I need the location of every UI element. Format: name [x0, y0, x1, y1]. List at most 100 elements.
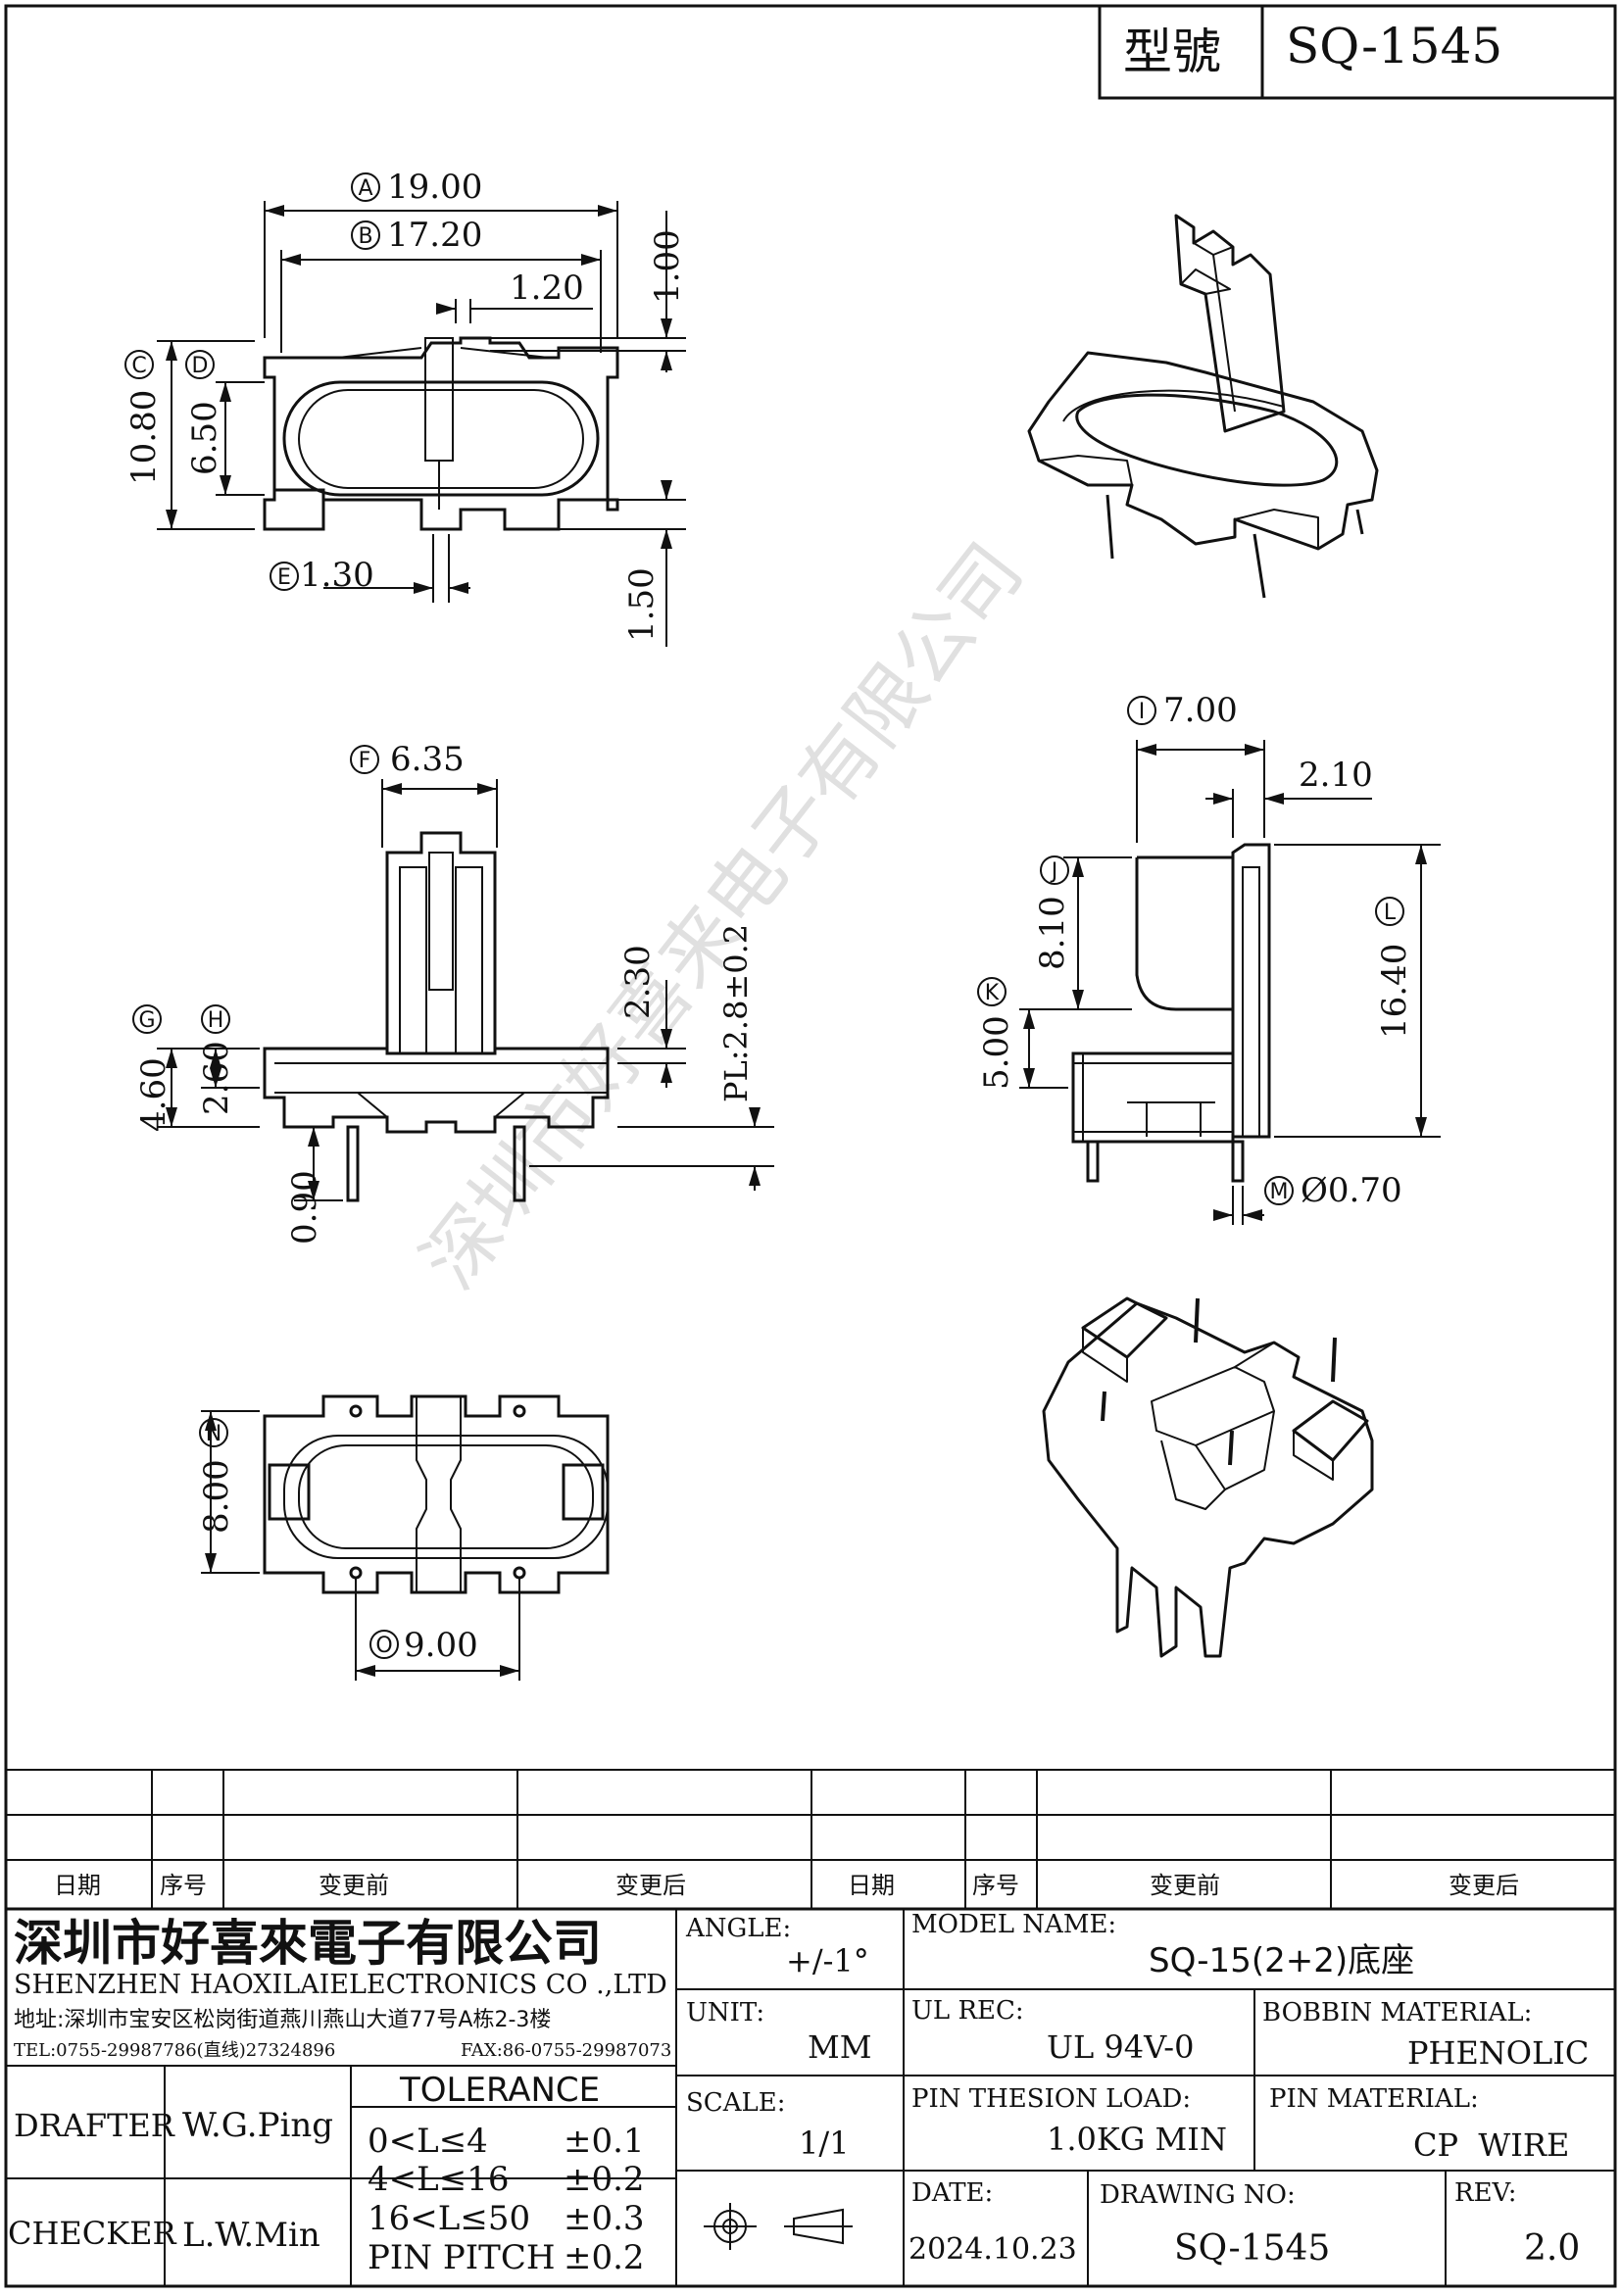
tolerance-range-1: 0<L≤4	[368, 2122, 488, 2161]
checker-value: L.W.Min	[182, 2216, 320, 2255]
model-value: SQ-1545	[1286, 18, 1502, 74]
pin-tension-value: 1.0KG MIN	[1047, 2121, 1227, 2158]
front-view	[263, 831, 610, 1202]
svg-text:C: C	[131, 354, 146, 378]
tolerance-value-1: ±0.1	[564, 2122, 645, 2161]
title-block-grid	[4, 1907, 1617, 2288]
svg-text:K: K	[985, 981, 1000, 1005]
dim-label-K: K 5.00	[977, 977, 1016, 1090]
dim-M-value: Ø0.70	[1301, 1171, 1402, 1210]
revision-header-row: 日期 序号 变更前 变更后 日期 序号 变更前 变更后	[54, 1872, 1519, 1899]
svg-text:O: O	[375, 1634, 392, 1658]
dim-label-D: D 6.50	[185, 350, 224, 475]
dim-J-value: 8.10	[1033, 896, 1072, 970]
tolerance-value-3: ±0.3	[564, 2199, 645, 2238]
iso-view-upper	[1027, 214, 1379, 599]
svg-text:D: D	[192, 354, 209, 378]
pin-material-label: PIN MATERIAL:	[1269, 2084, 1479, 2114]
dim-O-value: 9.00	[404, 1626, 478, 1665]
company-name-en: SHENZHEN HAOXILAIELECTRONICS CO .,LTD	[14, 1970, 667, 2000]
dim-label-I: I 7.00	[1127, 691, 1238, 730]
dim-label-E: E 1.30	[270, 556, 374, 595]
tolerance-range-4: PIN PITCH	[368, 2238, 556, 2277]
svg-text:L: L	[1384, 901, 1397, 925]
svg-text:F: F	[359, 749, 371, 773]
company-fax: FAX:86-0755-29987073	[461, 2040, 671, 2061]
dim-L-value: 16.40	[1375, 944, 1414, 1039]
bobbin-material-label: BOBBIN MATERIAL:	[1262, 1998, 1532, 2027]
iso-view-lower	[1042, 1296, 1374, 1658]
scale-value: 1/1	[799, 2125, 850, 2162]
unit-value: MM	[808, 2028, 872, 2066]
angle-label: ANGLE:	[685, 1914, 791, 1943]
rev-col-seq-1: 序号	[160, 1872, 207, 1899]
tolerance-block: TOLERANCE 0<L≤4 ±0.1 4<L≤16 ±0.2 16<L≤50…	[368, 2071, 645, 2277]
svg-text:H: H	[208, 1008, 224, 1033]
rev-col-after-2: 变更后	[1449, 1872, 1519, 1899]
watermark: 深圳市好喜来电子有限公司	[406, 528, 1040, 1305]
dim-label-O: O 9.00	[369, 1626, 478, 1665]
company-block: 深圳市好喜來電子有限公司 SHENZHEN HAOXILAIELECTRONIC…	[14, 1915, 671, 2061]
tolerance-title: TOLERANCE	[399, 2071, 600, 2110]
tolerance-range-2: 4<L≤16	[368, 2160, 509, 2199]
drawing-no-value: SQ-1545	[1174, 2228, 1330, 2269]
angle-value: +/-1°	[786, 1942, 869, 1979]
top-view	[263, 336, 619, 531]
rev-col-date-2: 日期	[848, 1872, 895, 1899]
svg-text:J: J	[1050, 859, 1058, 884]
dim-N-value: 8.00	[197, 1459, 236, 1534]
company-tel: TEL:0755-29987786(直线)27324896	[14, 2040, 335, 2061]
bottom-view-dims	[201, 1410, 520, 1681]
dim-2-10: 2.10	[1299, 756, 1373, 795]
svg-text:G: G	[138, 1008, 155, 1033]
date-value: 2024.10.23	[909, 2232, 1077, 2267]
company-name-cn: 深圳市好喜來電子有限公司	[14, 1915, 602, 1972]
drafter-label: DRAFTER	[14, 2107, 175, 2144]
dim-0-90: 0.90	[285, 1170, 324, 1245]
tolerance-value-2: ±0.2	[564, 2160, 645, 2199]
side-view	[1071, 843, 1271, 1183]
dim-label-F: F 6.35	[350, 740, 465, 779]
svg-text:B: B	[358, 224, 372, 249]
checker-label: CHECKER	[8, 2215, 177, 2252]
dim-G-value: 4.60	[134, 1057, 173, 1132]
dim-1-20: 1.20	[510, 269, 584, 308]
dim-label-H: H 2.60	[197, 1004, 236, 1115]
dim-I-value: 7.00	[1163, 691, 1238, 730]
dim-label-M: M Ø0.70	[1264, 1171, 1402, 1210]
model-name-label: MODEL NAME:	[911, 1910, 1116, 1939]
dim-1-00: 1.00	[648, 229, 687, 304]
svg-text:E: E	[277, 565, 291, 590]
dim-label-C: C 10.80	[124, 350, 164, 485]
rev-col-date-1: 日期	[54, 1872, 101, 1899]
date-label: DATE:	[911, 2178, 993, 2208]
side-view-dims	[1019, 740, 1441, 1225]
ul-rec-label: UL REC:	[911, 1996, 1024, 2026]
company-address: 地址:深圳市宝安区松岗街道燕川燕山大道77号A栋2-3楼	[14, 2008, 551, 2032]
rev-col-seq-2: 序号	[972, 1872, 1019, 1899]
svg-text:A: A	[358, 176, 372, 201]
projection-symbol-icon	[704, 2203, 853, 2250]
svg-text:I: I	[1139, 700, 1146, 724]
pin-tension-label: PIN THESION LOAD:	[911, 2084, 1191, 2114]
dim-label-N: N 8.00	[197, 1418, 236, 1534]
bobbin-material-value: PHENOLIC	[1407, 2034, 1589, 2072]
dim-E-value: 1.30	[300, 556, 374, 595]
scale-label: SCALE:	[686, 2088, 786, 2118]
dim-2-30: 2.30	[618, 945, 658, 1019]
dim-label-L: L 16.40	[1375, 897, 1414, 1039]
drafter-value: W.G.Ping	[182, 2106, 333, 2145]
dim-label-J: J 8.10	[1033, 855, 1072, 970]
unit-label: UNIT:	[686, 1998, 764, 2027]
drawing-no-label: DRAWING NO:	[1100, 2180, 1296, 2210]
rev-col-before-2: 变更前	[1150, 1872, 1220, 1899]
revision-table	[5, 1769, 1616, 1910]
tolerance-value-4: ±0.2	[564, 2238, 645, 2277]
dim-D-value: 6.50	[185, 401, 224, 475]
tolerance-range-3: 16<L≤50	[368, 2199, 530, 2238]
dim-pl: PL:2.8±0.2	[717, 924, 755, 1102]
rev-value: 2.0	[1524, 2228, 1580, 2269]
top-view-dims	[157, 201, 686, 647]
ul-rec-value: UL 94V-0	[1047, 2028, 1194, 2066]
